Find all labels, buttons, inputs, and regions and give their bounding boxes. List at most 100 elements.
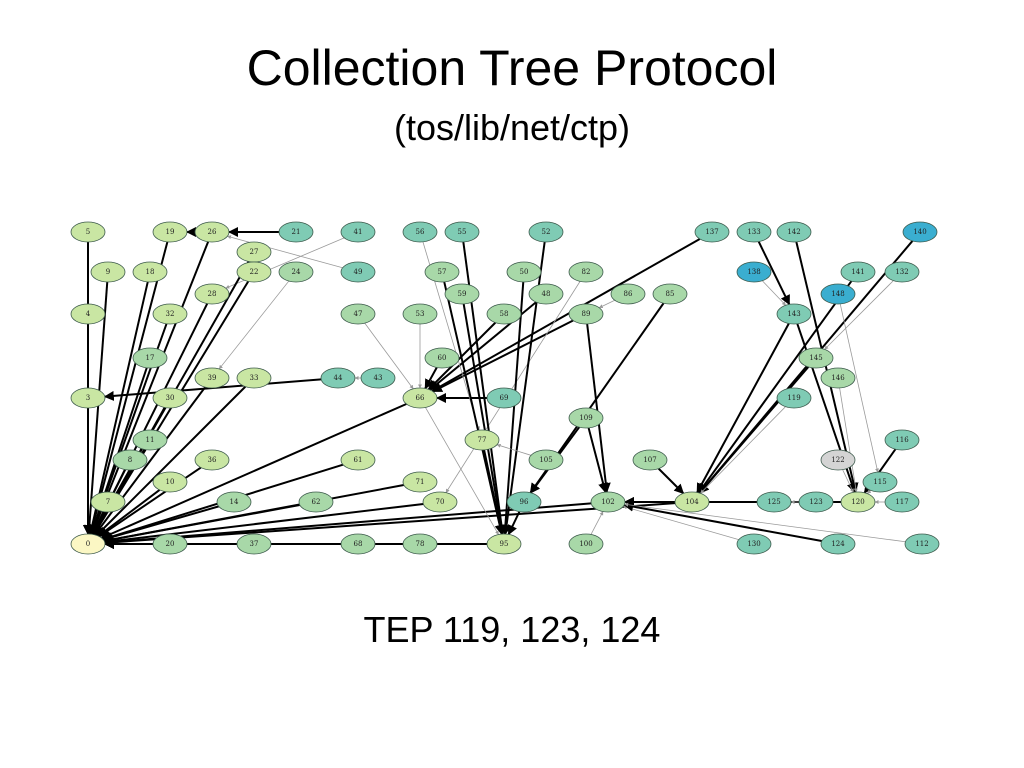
node-ellipse bbox=[402, 387, 438, 409]
node-ellipse bbox=[632, 449, 668, 471]
edge-102-to-0 bbox=[103, 502, 592, 547]
node-8: 8 bbox=[112, 449, 148, 471]
node-label: 33 bbox=[250, 374, 259, 382]
node-label: 68 bbox=[354, 540, 363, 548]
node-ellipse bbox=[776, 221, 812, 243]
node-label: 125 bbox=[767, 498, 780, 506]
node-label: 86 bbox=[624, 290, 633, 298]
node-ellipse bbox=[402, 303, 438, 325]
node-label: 30 bbox=[166, 394, 175, 402]
node-label: 26 bbox=[208, 228, 217, 236]
node-ellipse bbox=[236, 261, 272, 283]
edge-33-to-0 bbox=[95, 385, 247, 537]
node-ellipse bbox=[904, 533, 940, 555]
node-124: 124 bbox=[820, 533, 856, 555]
node-95: 95 bbox=[486, 533, 522, 555]
edge-146-to-120 bbox=[839, 387, 858, 493]
node-66: 66 bbox=[402, 387, 438, 409]
edge-18-to-0 bbox=[87, 281, 149, 536]
node-ellipse bbox=[568, 533, 604, 555]
node-label: 37 bbox=[250, 540, 259, 548]
node-ellipse bbox=[444, 221, 480, 243]
node-ellipse bbox=[798, 491, 834, 513]
edge-104-to-0 bbox=[103, 502, 676, 548]
node-9: 9 bbox=[90, 261, 126, 283]
node-label: 138 bbox=[747, 268, 760, 276]
node-label: 28 bbox=[208, 290, 217, 298]
node-label: 78 bbox=[416, 540, 425, 548]
node-ellipse bbox=[568, 407, 604, 429]
node-47: 47 bbox=[340, 303, 376, 325]
node-ellipse bbox=[610, 283, 646, 305]
node-ellipse bbox=[736, 221, 772, 243]
edge-9-to-0 bbox=[84, 281, 109, 536]
node-28: 28 bbox=[194, 283, 230, 305]
node-70: 70 bbox=[422, 491, 458, 513]
node-52: 52 bbox=[528, 221, 564, 243]
node-ellipse bbox=[152, 471, 188, 493]
node-label: 21 bbox=[292, 228, 301, 236]
edge-124-to-102 bbox=[623, 501, 822, 543]
edge-109-to-102 bbox=[587, 427, 608, 494]
node-37: 37 bbox=[236, 533, 272, 555]
node-label: 133 bbox=[747, 228, 760, 236]
node-57: 57 bbox=[424, 261, 460, 283]
node-label: 53 bbox=[416, 310, 425, 318]
node-141: 141 bbox=[840, 261, 876, 283]
node-label: 145 bbox=[809, 354, 822, 362]
edge-119-to-104 bbox=[700, 406, 786, 494]
node-148: 148 bbox=[820, 283, 856, 305]
node-label: 71 bbox=[416, 478, 425, 486]
edge-47-to-66 bbox=[364, 322, 414, 390]
node-115: 115 bbox=[862, 471, 898, 493]
node-label: 47 bbox=[354, 310, 363, 318]
node-50: 50 bbox=[506, 261, 542, 283]
node-label: 104 bbox=[685, 498, 699, 506]
node-ellipse bbox=[422, 491, 458, 513]
node-41: 41 bbox=[340, 221, 376, 243]
node-ellipse bbox=[152, 303, 188, 325]
node-55: 55 bbox=[444, 221, 480, 243]
node-label: 22 bbox=[250, 268, 259, 276]
node-label: 3 bbox=[86, 394, 90, 402]
node-5: 5 bbox=[70, 221, 106, 243]
node-132: 132 bbox=[884, 261, 920, 283]
node-ellipse bbox=[152, 387, 188, 409]
node-ellipse bbox=[884, 429, 920, 451]
node-62: 62 bbox=[298, 491, 334, 513]
node-ellipse bbox=[70, 533, 106, 555]
node-116: 116 bbox=[884, 429, 920, 451]
node-48: 48 bbox=[528, 283, 564, 305]
node-ellipse bbox=[402, 533, 438, 555]
node-ellipse bbox=[340, 533, 376, 555]
edge-62-to-0 bbox=[103, 504, 300, 545]
node-label: 107 bbox=[643, 456, 656, 464]
node-label: 41 bbox=[354, 228, 363, 236]
edge-59-to-95 bbox=[462, 303, 506, 536]
edge-122-to-120 bbox=[842, 469, 854, 493]
node-label: 142 bbox=[787, 228, 800, 236]
edge-19-to-0 bbox=[88, 241, 169, 536]
node-label: 49 bbox=[354, 268, 363, 276]
node-label: 57 bbox=[438, 268, 447, 276]
node-ellipse bbox=[568, 261, 604, 283]
node-ellipse bbox=[884, 491, 920, 513]
node-ellipse bbox=[216, 491, 252, 513]
node-label: 56 bbox=[416, 228, 425, 236]
node-label: 77 bbox=[478, 436, 487, 444]
edge-100-to-102 bbox=[590, 511, 604, 535]
node-27: 27 bbox=[236, 241, 272, 263]
node-ellipse bbox=[902, 221, 938, 243]
node-label: 20 bbox=[166, 540, 175, 548]
node-label: 143 bbox=[787, 310, 800, 318]
node-130: 130 bbox=[736, 533, 772, 555]
node-24: 24 bbox=[278, 261, 314, 283]
node-68: 68 bbox=[340, 533, 376, 555]
edge-133-to-143 bbox=[757, 241, 791, 306]
edges-layer bbox=[83, 227, 914, 549]
node-44: 44 bbox=[320, 367, 356, 389]
node-label: 89 bbox=[582, 310, 591, 318]
node-label: 55 bbox=[458, 228, 467, 236]
edge-10-to-0 bbox=[97, 489, 161, 537]
